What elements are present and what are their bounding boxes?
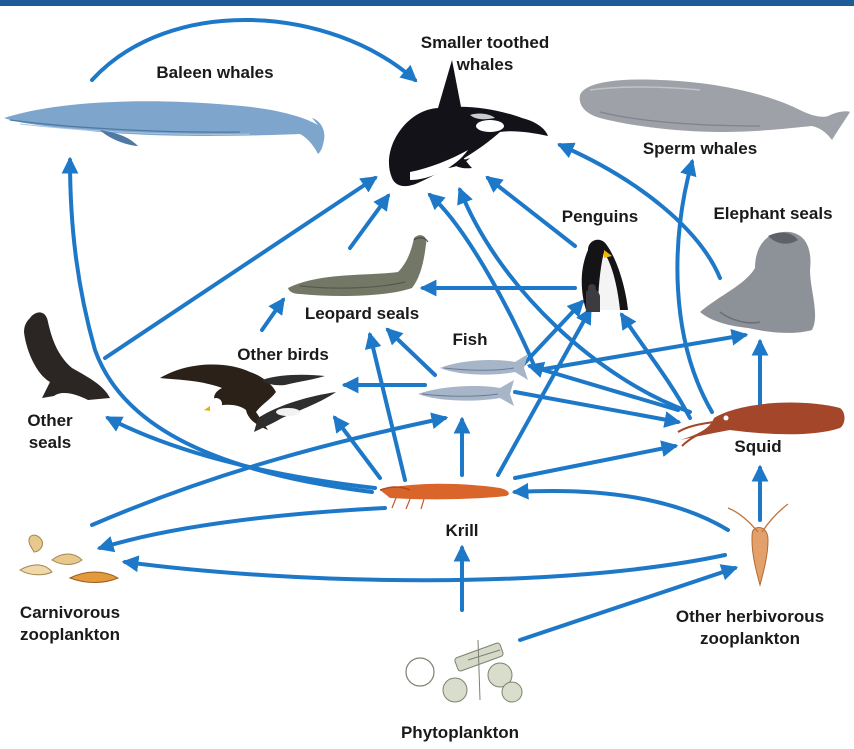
phytoplankton-icon bbox=[406, 640, 522, 702]
other-birds-label: Other birds bbox=[218, 344, 348, 366]
arrow-herbzoo-to-krill bbox=[515, 491, 728, 530]
arrow-krill-to-otherbirds bbox=[335, 418, 380, 478]
penguins-label: Penguins bbox=[545, 206, 655, 228]
leopard-seal-icon bbox=[288, 235, 428, 296]
smaller-toothed-whales-label: Smaller toothed whales bbox=[405, 32, 565, 76]
sperm-whale-icon bbox=[580, 80, 850, 140]
squid-label: Squid bbox=[718, 436, 798, 458]
sperm-whales-label: Sperm whales bbox=[625, 138, 775, 160]
penguin-icon bbox=[582, 240, 628, 312]
leopard-seals-label: Leopard seals bbox=[287, 303, 437, 325]
carnivorous-zooplankton-icon bbox=[20, 535, 118, 582]
other-seals-label: Other seals bbox=[20, 410, 80, 454]
baleen-whales-label: Baleen whales bbox=[140, 62, 290, 84]
seabird-icon bbox=[160, 364, 336, 432]
arrow-herbzoo-to-carnzoo bbox=[125, 555, 725, 580]
arrow-krill-to-leopard bbox=[370, 335, 405, 480]
arrow-fish-to-leopard bbox=[388, 330, 435, 375]
arrow-leopard-to-orca bbox=[350, 196, 388, 248]
arrow-krill-to-squid bbox=[515, 446, 675, 478]
fish-label: Fish bbox=[440, 329, 500, 351]
arrow-squid-to-fish bbox=[530, 366, 678, 410]
other-herbivorous-zooplankton-label: Other herbivorous zooplankton bbox=[655, 606, 845, 650]
arrow-squid-to-spermwhale bbox=[677, 162, 712, 412]
arrow-krill-to-carnzoo bbox=[100, 508, 385, 548]
carnivorous-zooplankton-label: Carnivorous zooplankton bbox=[0, 602, 140, 646]
arrow-krill-to-otherseals bbox=[108, 418, 375, 488]
krill-icon bbox=[380, 484, 509, 509]
arrow-otherseals-to-orca bbox=[105, 178, 375, 358]
arrow-fish-to-penguins bbox=[520, 302, 582, 368]
arrow-otherbirds-to-leopard bbox=[262, 300, 283, 330]
baleen-whale-icon bbox=[4, 101, 324, 154]
elephant-seals-label: Elephant seals bbox=[698, 203, 848, 225]
krill-label: Krill bbox=[432, 520, 492, 542]
fish-icon bbox=[418, 354, 528, 406]
elephant-seal-icon bbox=[700, 232, 815, 333]
arrow-krill-to-penguins bbox=[498, 310, 590, 475]
phytoplankton-label: Phytoplankton bbox=[385, 722, 535, 744]
